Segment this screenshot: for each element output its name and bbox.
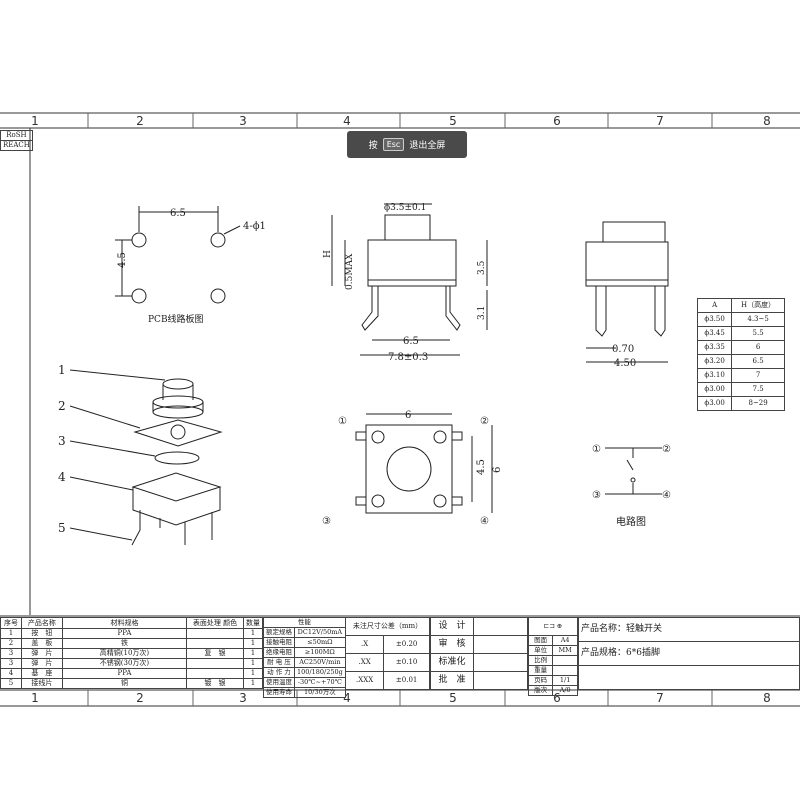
grid-number: 6: [553, 691, 561, 705]
callout-5: 5: [58, 521, 66, 535]
projection-symbol-icon: ⊏⊐ ⊕: [528, 617, 578, 636]
compliance-box: RoSH REACH: [0, 130, 33, 151]
circuit-diagram: [605, 447, 662, 495]
circuit-pin-2: ②: [662, 444, 671, 455]
hint-prefix: 按: [368, 141, 378, 151]
table-row: .X±0.20: [344, 635, 430, 654]
grid-number: 5: [449, 114, 457, 128]
table-row: 接触电阻≤50mΩ: [263, 637, 346, 648]
height-dim: H: [323, 250, 333, 258]
table-row: .XXX±0.01: [344, 671, 430, 690]
circuit-caption: 电路图: [616, 515, 646, 528]
table-row: 绝缘电阻≥100MΩ: [263, 647, 346, 658]
hint-suffix: 退出全屏: [409, 141, 446, 151]
grid-number: 8: [763, 691, 771, 705]
pcb-spacing-h: 6.5: [170, 208, 186, 219]
product-spec: 产品规格：6*6插脚: [578, 641, 800, 666]
table-row: .XX±0.10: [344, 653, 430, 672]
product-info-table: 产品名称：轻触开关 产品规格：6*6插脚: [578, 617, 800, 690]
front-view: [331, 203, 488, 356]
callout-4: 4: [58, 470, 66, 484]
grid-number: 3: [239, 691, 247, 705]
grid-number: 6: [553, 114, 561, 128]
circuit-pin-3: ③: [592, 490, 601, 501]
callout-3: 3: [58, 434, 66, 448]
cap-diameter-dim: ϕ3.5±0.1: [384, 203, 426, 213]
top-pin-2: ②: [480, 416, 489, 427]
approval-table: 设 计 审 核 标准化 批 准: [430, 617, 528, 690]
pcb-caption: PCB线路板图: [148, 313, 204, 325]
pcb-layout: [115, 206, 241, 304]
callout-1: 1: [58, 363, 66, 377]
top-pin-4: ④: [480, 516, 489, 527]
top-outer-dim: 6: [492, 467, 503, 473]
grid-number: 4: [343, 114, 351, 128]
top-view: [355, 413, 493, 514]
table-row: 使用温度-30℃~+70℃: [263, 677, 346, 688]
callout-2: 2: [58, 399, 66, 413]
width-dim: 7.8±0.3: [388, 352, 428, 363]
grid-number: 4: [343, 691, 351, 705]
depth-dim: 4.50: [614, 358, 636, 369]
exploded-view: [69, 369, 223, 546]
grid-number: 5: [449, 691, 457, 705]
rohs-label: RoSH: [0, 130, 33, 141]
grid-number: 2: [136, 114, 144, 128]
pin-width-dim: 0.70: [612, 344, 634, 355]
pin-spacing-dim: 6.5: [403, 336, 419, 347]
grid-number: 1: [31, 691, 39, 705]
max-dim: 0.5MAX: [345, 253, 355, 290]
product-name: 产品名称：轻触开关: [578, 617, 800, 642]
top-pin-3: ③: [322, 516, 331, 527]
tolerance-table: 未注尺寸公差（mm） .X±0.20 .XX±0.10 .XXX±0.01: [344, 617, 430, 690]
top-pin-1: ①: [338, 416, 347, 427]
esc-key: Esc: [382, 138, 405, 151]
grid-number: 1: [31, 114, 39, 128]
body-height-dim: 3.5: [477, 260, 487, 275]
pcb-spacing-v: 4.5: [117, 252, 128, 268]
grid-number: 2: [136, 691, 144, 705]
circuit-pin-4: ④: [662, 490, 671, 501]
exit-fullscreen-hint[interactable]: 按 Esc 退出全屏: [347, 131, 467, 158]
circuit-pin-1: ①: [592, 444, 601, 455]
reach-label: REACH: [0, 140, 33, 151]
pcb-holes-label: 4-ϕ1: [243, 221, 266, 232]
grid-number: 8: [763, 114, 771, 128]
top-width-dim: 6: [405, 410, 411, 421]
pin-length-dim: 3.1: [477, 306, 487, 320]
grid-number: 7: [656, 691, 664, 705]
grid-number: 7: [656, 114, 664, 128]
top-inner-dim: 4.5: [476, 459, 487, 475]
grid-number: 3: [239, 114, 247, 128]
side-view: [585, 221, 669, 363]
